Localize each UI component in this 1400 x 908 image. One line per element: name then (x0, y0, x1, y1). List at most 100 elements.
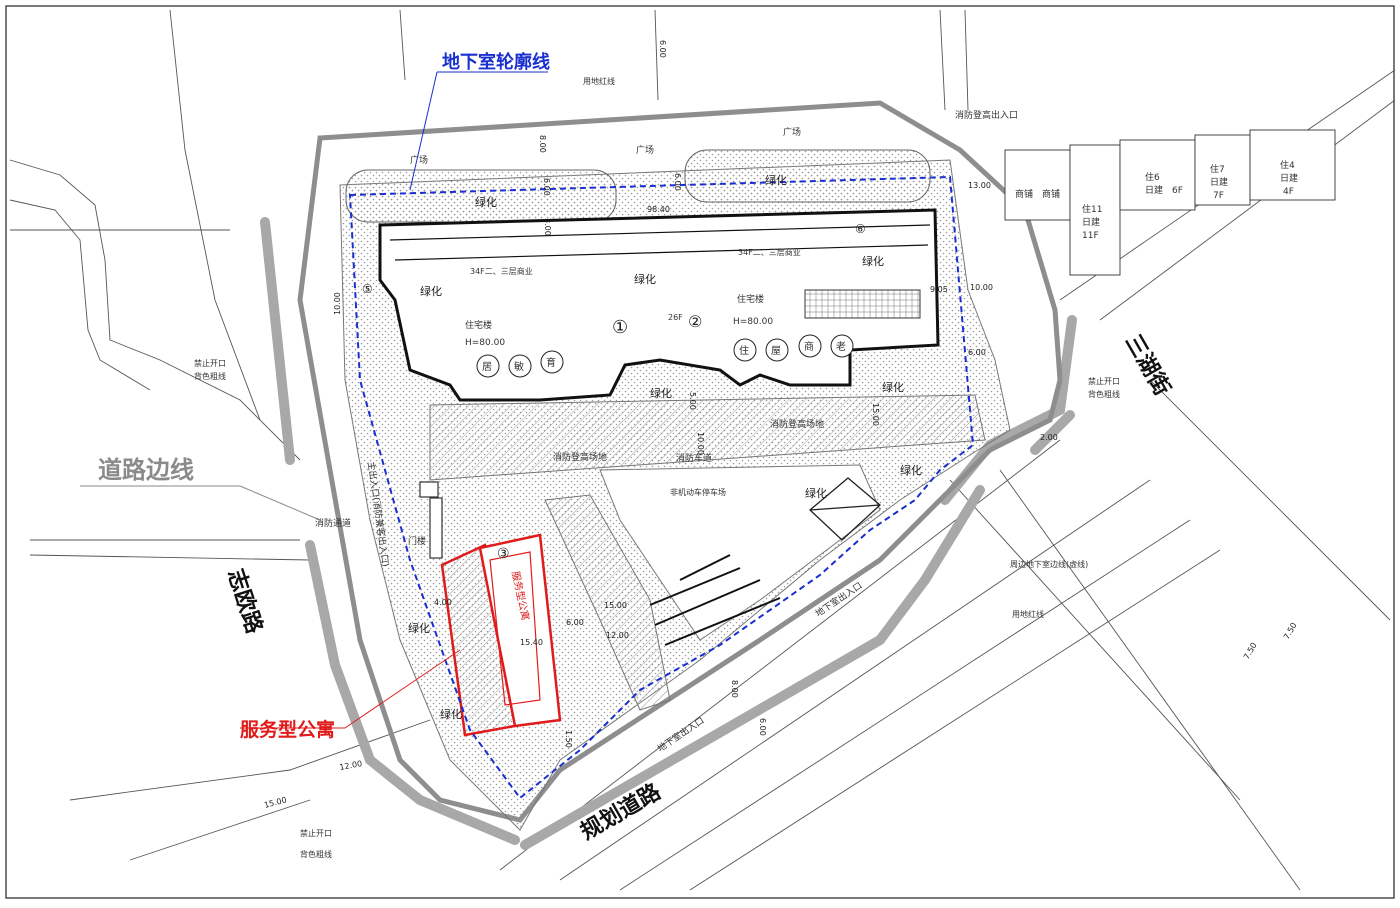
neighbor-2-label: 商铺 (1042, 188, 1060, 200)
floor-tag: 26F (668, 313, 683, 322)
dim-9: 10.00 (333, 292, 342, 315)
dim-27: 2.00 (1040, 433, 1058, 442)
no-opening-bottom: 禁止开口 (300, 828, 332, 838)
dim-18: 1.50 (564, 730, 573, 748)
back-line-right: 背色粗线 (1088, 389, 1120, 399)
green-label-1: 绿化 (475, 195, 497, 209)
neighbor-4-mid: 日建 (1145, 184, 1163, 196)
building-2-number: ② (688, 312, 702, 331)
green-label-4: 绿化 (862, 254, 884, 268)
building-1-circles: 居 敏 育 (476, 350, 564, 378)
dim-6: 13.00 (968, 181, 991, 190)
gate-label: 门楼 (408, 535, 426, 547)
dim-10: 5.00 (688, 392, 697, 410)
fire-entrance-label: 消防登高出入口 (955, 109, 1018, 121)
green-label-7: 绿化 (420, 284, 442, 298)
b2-char-1: 住 (739, 344, 749, 357)
dim-17: 4.00 (434, 598, 452, 607)
parking-grid (804, 289, 921, 319)
building-2-circles: 住 屋 商 老 (733, 334, 854, 362)
parking-rows (649, 554, 781, 646)
dim-22: 7.50 (1282, 621, 1299, 641)
b1-char-2: 敏 (514, 360, 524, 373)
green-label-2: 绿化 (765, 173, 787, 187)
dim-1: 8.00 (538, 135, 547, 153)
dim-20: 6.00 (758, 718, 767, 736)
dim-12: 15.00 (604, 601, 627, 610)
neighbor-6-label: 住4 (1280, 159, 1295, 171)
dim-2: 6.00 (542, 178, 551, 196)
neighbor-labels: 商铺 商铺 住11 日建 11F 住6 日建 6F 住7 日建 7F 住4 日建… (1015, 159, 1298, 241)
b2-char-4: 老 (836, 340, 846, 353)
road-edge-leader (239, 485, 321, 521)
dim-15: 12.00 (606, 631, 629, 640)
units-label-2: 34F二、三层商业 (738, 247, 801, 257)
street-sanhu: 三湖街 (1120, 330, 1176, 400)
service-apartment-label: 服务型公寓 (240, 718, 335, 741)
residential-2-label: 住宅楼 (737, 293, 764, 305)
residential-1-label: 住宅楼 (465, 319, 492, 331)
green-label-9: 绿化 (805, 486, 827, 500)
no-opening-right: 禁止开口 (1088, 376, 1120, 386)
residential-2-height: H=80.00 (733, 317, 773, 327)
fire-climb-label-1: 消防登高场地 (553, 451, 607, 463)
dim-8: 6.00 (968, 348, 986, 357)
plaza-label-2: 广场 (636, 144, 654, 156)
gate-structure (419, 481, 443, 559)
residential-1-height: H=80.00 (465, 338, 505, 348)
neighbor-5-label: 住7 (1210, 163, 1225, 175)
land-line-label-right: 用地红线 (1012, 609, 1044, 619)
dim-25: 15.00 (263, 795, 287, 810)
green-label-6: 绿化 (882, 380, 904, 394)
back-line-left: 背色粗线 (194, 371, 226, 381)
green-label-8: 绿化 (900, 463, 922, 477)
dim-19: 8.00 (730, 680, 739, 698)
neighbor-3-label: 住11 (1082, 203, 1102, 215)
neighbor-4-floors: 6F (1172, 186, 1183, 196)
fire-climb-label-2: 消防登高场地 (770, 418, 824, 430)
dim-16: 6.00 (566, 618, 584, 627)
fire-lane-zone (429, 394, 986, 481)
dim-11: 15.00 (871, 403, 880, 426)
plaza-label-3: 广场 (783, 126, 801, 138)
dim-4: 98.40 (647, 205, 670, 214)
fire-climb-zone (544, 494, 671, 711)
dim-26: 6.00 (658, 40, 667, 58)
central-plaza (599, 464, 881, 641)
dim-23: 12.00 (339, 759, 363, 772)
green-label-11: 绿化 (440, 707, 462, 721)
fire-lane-label: 消防车道 (676, 452, 712, 464)
dim-21: 7.50 (1242, 641, 1259, 661)
neighbor-basement-label: 周边地下室边线(虚线) (1010, 559, 1088, 569)
back-line-bottom: 背色粗线 (300, 849, 332, 859)
b2-char-3: 商 (804, 340, 814, 353)
plaza-label-1: 广场 (410, 154, 428, 166)
neighbor-5-floors: 7F (1213, 191, 1224, 201)
dim-24: 9.05 (930, 285, 948, 294)
neighbor-5-mid: 日建 (1210, 176, 1228, 188)
neighbor-3-floors: 11F (1082, 231, 1099, 241)
plaza-green-strip-right (684, 149, 931, 203)
dim-14: 15.40 (520, 638, 543, 647)
building-6-number: ⑥ (855, 222, 866, 236)
b1-char-3: 育 (546, 356, 556, 369)
neighbor-4-label: 住6 (1145, 171, 1160, 183)
neighbor-1-label: 商铺 (1015, 188, 1033, 200)
green-label-5: 绿化 (650, 386, 672, 400)
basement-outline-label: 地下室轮廓线 (442, 51, 550, 73)
dim-13: 10.00 (696, 432, 705, 455)
building-5-number: ⑤ (362, 282, 373, 296)
dim-7: 10.00 (970, 283, 993, 292)
dim-3: 6.00 (673, 173, 682, 191)
fire-access-label: 消防通道 (315, 517, 351, 529)
road-curbs (260, 217, 1077, 850)
neighbor-6-floors: 4F (1283, 187, 1294, 197)
entrance-box (809, 477, 881, 541)
road-edge-label: 道路边线 (98, 456, 194, 484)
neighbor-buildings (1004, 129, 1336, 276)
basement-outline (348, 175, 975, 800)
no-opening-left: 禁止开口 (194, 358, 226, 368)
street-zhiou: 志欧路 (222, 566, 267, 638)
